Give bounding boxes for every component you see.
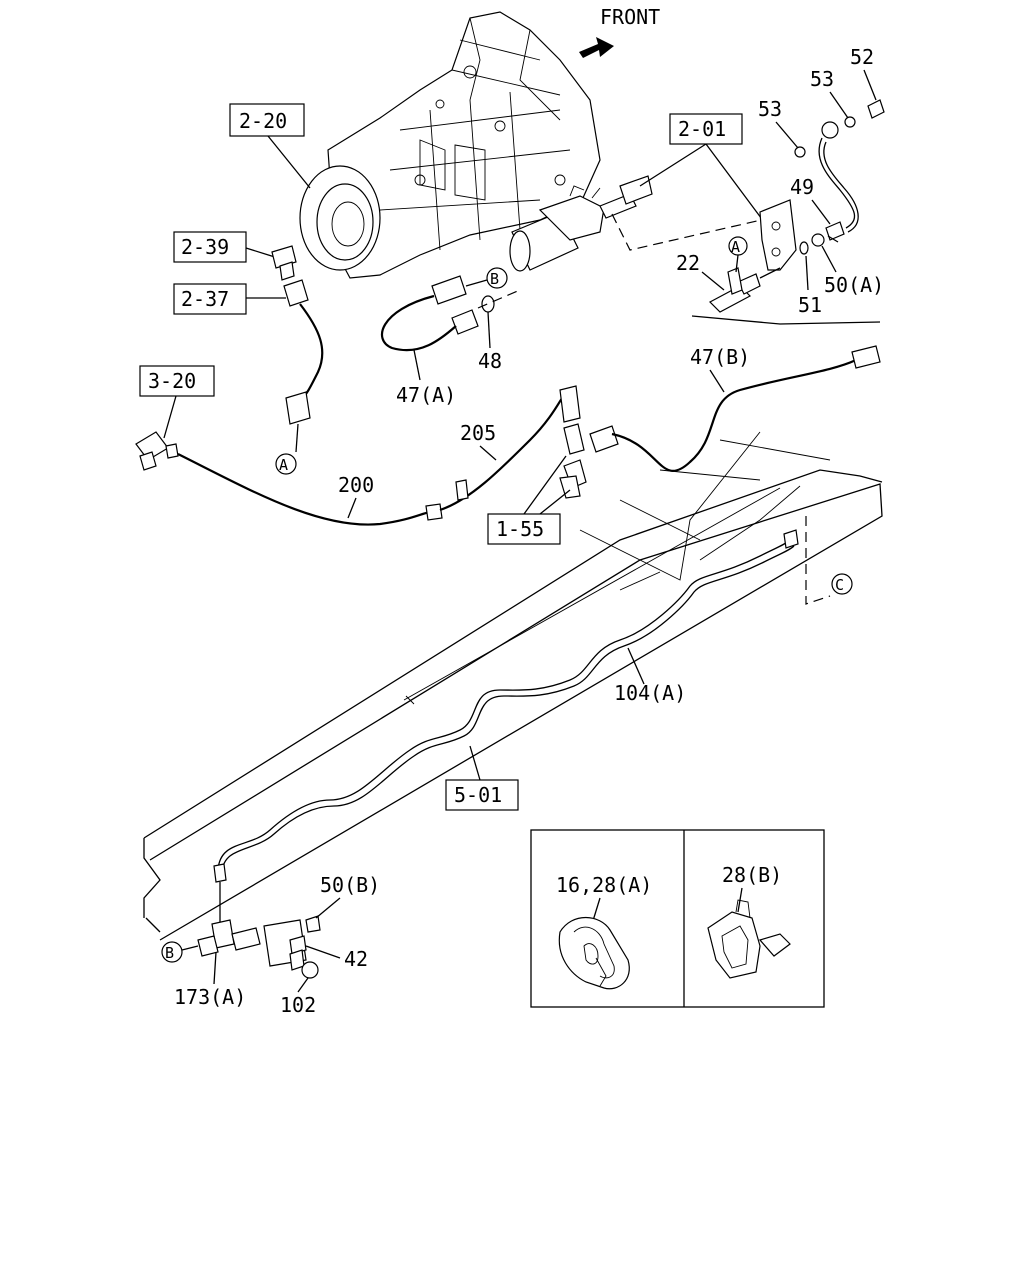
pipe-104a-line-1 — [217, 539, 791, 871]
upper-hose-fittings — [759, 99, 885, 271]
marker-b-bottom-label: B — [165, 944, 174, 962]
tee-3-20 — [135, 431, 179, 471]
ref-label-2-20: 2-20 — [239, 109, 287, 133]
hose-200 — [177, 453, 431, 526]
part-label-53-right: 53 — [810, 67, 834, 91]
marker-c — [831, 573, 853, 595]
dashed-leader-booster — [611, 213, 771, 251]
pipe-104a-line-2 — [221, 545, 795, 873]
ref-label-3-20: 3-20 — [148, 369, 196, 393]
fitting-2-39 — [271, 245, 297, 281]
ref-label-1-55: 1-55 — [496, 517, 544, 541]
ref-box-2-20 — [229, 103, 305, 137]
chassis-frame — [143, 431, 883, 941]
inset-label-16-28a: 16,28(A) — [556, 873, 652, 897]
fitting-22 — [709, 267, 781, 313]
part-label-205: 205 — [460, 421, 496, 445]
ref-box-5-01 — [445, 779, 519, 811]
inset-label-28b: 28(B) — [722, 863, 782, 887]
ref-box-3-20 — [139, 365, 215, 397]
front-label: FRONT — [600, 5, 660, 29]
marker-a-top-label: A — [731, 238, 740, 256]
clip-28b-icon — [707, 899, 791, 979]
marker-a-bottom-label: A — [279, 456, 288, 474]
front-direction-indicator: FRONT — [579, 5, 660, 58]
part-label-200: 200 — [338, 473, 374, 497]
marker-c-label: C — [835, 576, 844, 594]
marker-b-bottom — [161, 941, 183, 963]
ref-box-2-39 — [173, 231, 247, 263]
part-label-22: 22 — [676, 251, 700, 275]
part-label-52: 52 — [850, 45, 874, 69]
ref-label-2-01: 2-01 — [678, 117, 726, 141]
part-label-50b: 50(B) — [320, 873, 380, 897]
clip-inset-panel — [530, 829, 825, 1008]
hose-47b — [611, 359, 857, 472]
ref-label-2-39: 2-39 — [181, 235, 229, 259]
transmission-assembly — [299, 11, 601, 279]
ref-label-5-01: 5-01 — [454, 783, 502, 807]
lower-fittings — [197, 882, 321, 979]
part-label-48: 48 — [478, 349, 502, 373]
part-label-51: 51 — [798, 293, 822, 317]
hose-2-37 — [283, 279, 324, 453]
clip-16-28a-icon — [558, 917, 630, 990]
part-label-42: 42 — [344, 947, 368, 971]
ref-box-2-37 — [173, 283, 247, 315]
part-label-53-left: 53 — [758, 97, 782, 121]
hose-47a — [381, 275, 495, 352]
marker-b-top — [486, 267, 508, 289]
front-arrow-icon — [579, 37, 614, 58]
part-label-47b: 47(B) — [690, 345, 750, 369]
part-label-49: 49 — [790, 175, 814, 199]
part-label-50a: 50(A) — [824, 273, 884, 297]
connectors-1-55 — [559, 423, 619, 499]
part-label-47a: 47(A) — [396, 383, 456, 407]
marker-b-top-label: B — [490, 270, 499, 288]
ref-label-2-37: 2-37 — [181, 287, 229, 311]
part-label-102: 102 — [280, 993, 316, 1017]
part-label-104a: 104(A) — [614, 681, 686, 705]
marker-a-bottom — [275, 453, 297, 475]
part-label-173a: 173(A) — [174, 985, 246, 1009]
